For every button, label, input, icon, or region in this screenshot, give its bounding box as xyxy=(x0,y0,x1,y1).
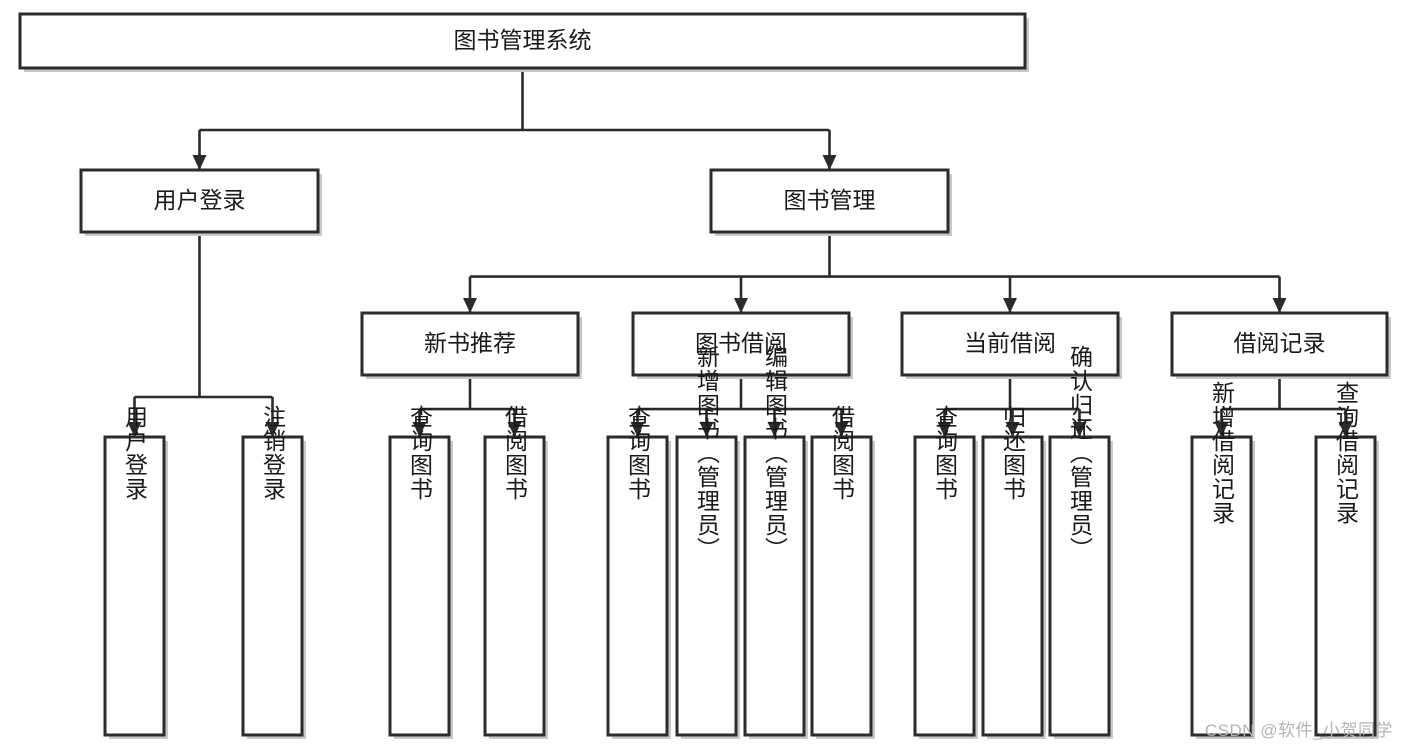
node-leaf-logout[interactable]: 注销登录 xyxy=(241,405,306,739)
connector-group-book-borrow xyxy=(630,375,849,437)
node-label: 用户登录 xyxy=(122,405,149,501)
node-label: 查询图书 xyxy=(932,405,959,501)
node-leaf-borrow-book-rec[interactable]: 借阅图书 xyxy=(483,405,548,739)
node-leaf-add-book[interactable]: 新增图书（管理员） xyxy=(675,345,740,739)
arrow-head-icon xyxy=(1005,422,1020,437)
node-label: 图书管理 xyxy=(784,187,876,213)
node-label: 当前借阅 xyxy=(964,330,1056,356)
node-label: 新增借阅记录 xyxy=(1209,381,1236,525)
connector-group-current-borrow xyxy=(937,375,1087,437)
node-book-management[interactable]: 图书管理 xyxy=(709,168,952,236)
node-label: 归还图书 xyxy=(1000,405,1027,501)
connector-group-borrow-record xyxy=(1214,375,1353,437)
arrow-head-icon xyxy=(1072,422,1087,437)
node-label: 用户登录 xyxy=(154,187,246,213)
node-layer: 图书管理系统用户登录图书管理新书推荐图书借阅当前借阅借阅记录用户登录注销登录查询… xyxy=(18,12,1391,739)
csdn-watermark: CSDN @软件_小贺同学 xyxy=(1204,721,1393,740)
node-leaf-borrow-book[interactable]: 借阅图书 xyxy=(810,405,875,739)
connector-group-root xyxy=(192,68,837,170)
node-label: 编辑图书（管理员） xyxy=(762,345,789,561)
arrow-head-icon xyxy=(127,422,142,437)
arrow-head-icon xyxy=(1003,298,1017,313)
node-label: 新增图书（管理员） xyxy=(694,345,721,561)
node-new-book-recommend[interactable]: 新书推荐 xyxy=(360,311,582,379)
node-label: 新书推荐 xyxy=(424,330,516,356)
node-label: 借阅图书 xyxy=(502,405,529,501)
arrow-head-icon xyxy=(734,298,748,313)
node-book-borrow[interactable]: 图书借阅 xyxy=(631,311,853,379)
node-label: 借阅记录 xyxy=(1234,330,1326,356)
connector-group-user-login xyxy=(127,232,280,437)
node-label: 借阅图书 xyxy=(829,405,856,501)
arrow-head-icon xyxy=(937,422,952,437)
arrow-head-icon xyxy=(630,422,645,437)
node-leaf-query-book-rec[interactable]: 查询图书 xyxy=(388,405,453,739)
node-label: 查询图书 xyxy=(407,405,434,501)
node-label: 查询借阅记录 xyxy=(1333,381,1360,525)
node-leaf-query-book-borrow[interactable]: 查询图书 xyxy=(606,405,671,739)
node-current-borrow[interactable]: 当前借阅 xyxy=(900,311,1122,379)
arrow-head-icon xyxy=(265,422,280,437)
node-leaf-confirm-return[interactable]: 确认归还（管理员） xyxy=(1048,345,1113,739)
node-label: 图书借阅 xyxy=(695,330,787,356)
node-label: 图书管理系统 xyxy=(454,27,592,53)
arrow-head-icon xyxy=(412,422,427,437)
node-borrow-record[interactable]: 借阅记录 xyxy=(1170,311,1391,379)
node-label: 注销登录 xyxy=(260,405,287,501)
node-leaf-query-book-cur[interactable]: 查询图书 xyxy=(913,405,978,739)
connector-group-new-book-recommend xyxy=(412,375,522,437)
arrow-head-icon xyxy=(192,155,207,170)
arrow-head-icon xyxy=(767,422,782,437)
node-leaf-return-book[interactable]: 归还图书 xyxy=(981,405,1046,739)
arrow-head-icon xyxy=(1214,422,1229,437)
arrow-head-icon xyxy=(834,422,849,437)
arrow-head-icon xyxy=(1272,298,1287,313)
node-root[interactable]: 图书管理系统 xyxy=(18,12,1029,72)
node-leaf-add-record[interactable]: 新增借阅记录 xyxy=(1190,381,1255,739)
node-user-login[interactable]: 用户登录 xyxy=(79,168,322,236)
arrow-head-icon xyxy=(463,298,477,313)
node-leaf-edit-book[interactable]: 编辑图书（管理员） xyxy=(743,345,808,739)
arrow-head-icon xyxy=(1338,422,1353,437)
node-label: 确认归还（管理员） xyxy=(1067,345,1094,561)
arrow-head-icon xyxy=(699,422,714,437)
connector-layer xyxy=(127,68,1353,437)
connector-group-book-management xyxy=(463,232,1287,313)
node-label: 查询图书 xyxy=(625,405,652,501)
arrow-head-icon xyxy=(822,155,837,170)
arrow-head-icon xyxy=(507,422,522,437)
node-leaf-user-login[interactable]: 用户登录 xyxy=(103,405,168,739)
node-leaf-query-record[interactable]: 查询借阅记录 xyxy=(1314,381,1379,739)
